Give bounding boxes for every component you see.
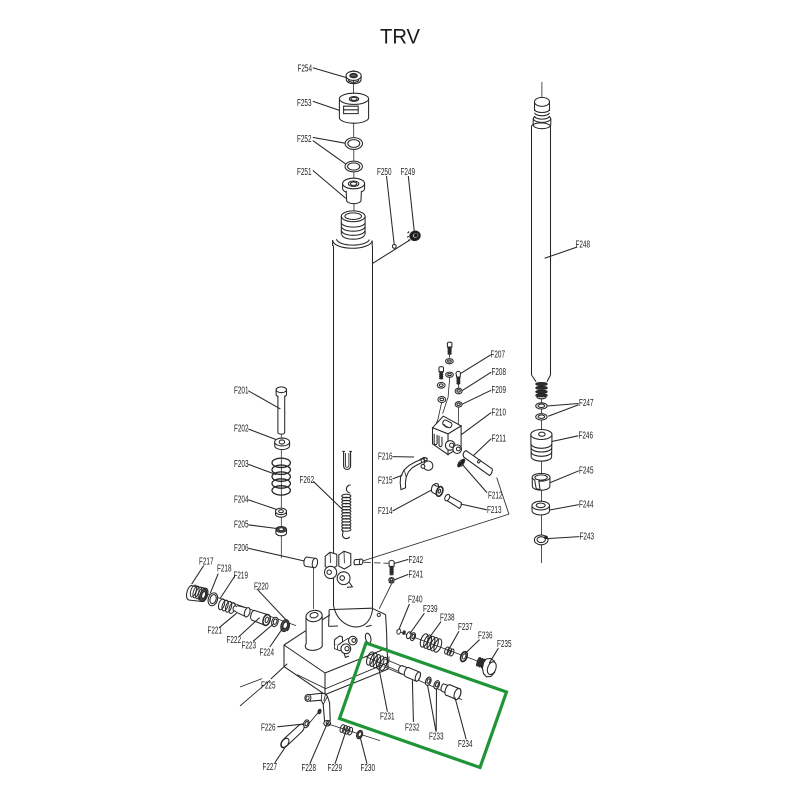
svg-text:F241: F241 xyxy=(409,570,424,581)
svg-text:F229: F229 xyxy=(328,763,343,774)
svg-text:F213: F213 xyxy=(487,505,502,516)
svg-text:F218: F218 xyxy=(217,564,232,575)
svg-text:F232: F232 xyxy=(405,723,420,734)
svg-text:F222: F222 xyxy=(227,635,242,646)
svg-text:F212: F212 xyxy=(488,491,503,502)
svg-text:F202: F202 xyxy=(234,424,249,435)
svg-text:F251: F251 xyxy=(297,167,312,178)
svg-text:F211: F211 xyxy=(492,434,507,445)
svg-text:F249: F249 xyxy=(401,167,416,178)
svg-text:F204: F204 xyxy=(234,495,249,506)
svg-text:F234: F234 xyxy=(458,739,473,750)
svg-text:F205: F205 xyxy=(234,520,249,531)
svg-text:F231: F231 xyxy=(380,712,395,723)
svg-text:F242: F242 xyxy=(409,555,424,566)
svg-text:F246: F246 xyxy=(579,431,594,442)
svg-text:F219: F219 xyxy=(234,571,249,582)
svg-text:F214: F214 xyxy=(378,506,393,517)
svg-text:F238: F238 xyxy=(440,613,455,624)
svg-text:F203: F203 xyxy=(234,459,249,470)
svg-text:F216: F216 xyxy=(378,452,393,463)
svg-text:F244: F244 xyxy=(579,500,594,511)
svg-text:F250: F250 xyxy=(377,167,392,178)
svg-text:F252: F252 xyxy=(297,134,312,145)
svg-text:F207: F207 xyxy=(491,350,506,361)
svg-text:F226: F226 xyxy=(261,723,276,734)
svg-text:F228: F228 xyxy=(302,763,317,774)
svg-text:F236: F236 xyxy=(478,631,493,642)
svg-text:F254: F254 xyxy=(298,64,313,75)
svg-text:F225: F225 xyxy=(261,681,276,692)
svg-text:F237: F237 xyxy=(458,622,473,633)
svg-text:F210: F210 xyxy=(492,408,507,419)
svg-text:F217: F217 xyxy=(199,557,214,568)
svg-text:F233: F233 xyxy=(429,732,444,743)
svg-text:F230: F230 xyxy=(361,763,376,774)
svg-text:F240: F240 xyxy=(408,595,423,606)
svg-text:F220: F220 xyxy=(254,582,269,593)
svg-text:F248: F248 xyxy=(576,240,591,251)
svg-text:F208: F208 xyxy=(492,367,507,378)
svg-text:TRV: TRV xyxy=(380,26,420,49)
svg-text:F243: F243 xyxy=(580,532,595,543)
svg-text:F221: F221 xyxy=(208,626,223,637)
svg-text:F262: F262 xyxy=(300,475,315,486)
svg-text:F209: F209 xyxy=(492,385,507,396)
svg-text:F227: F227 xyxy=(263,762,278,773)
svg-text:F201: F201 xyxy=(234,386,249,397)
svg-text:F239: F239 xyxy=(423,604,438,615)
svg-text:F215: F215 xyxy=(378,476,393,487)
svg-text:F247: F247 xyxy=(579,398,594,409)
svg-text:F206: F206 xyxy=(234,543,249,554)
svg-text:F223: F223 xyxy=(242,641,257,652)
svg-text:F245: F245 xyxy=(579,466,594,477)
svg-text:F224: F224 xyxy=(260,648,275,659)
svg-text:F253: F253 xyxy=(297,98,312,109)
svg-text:F235: F235 xyxy=(497,639,512,650)
